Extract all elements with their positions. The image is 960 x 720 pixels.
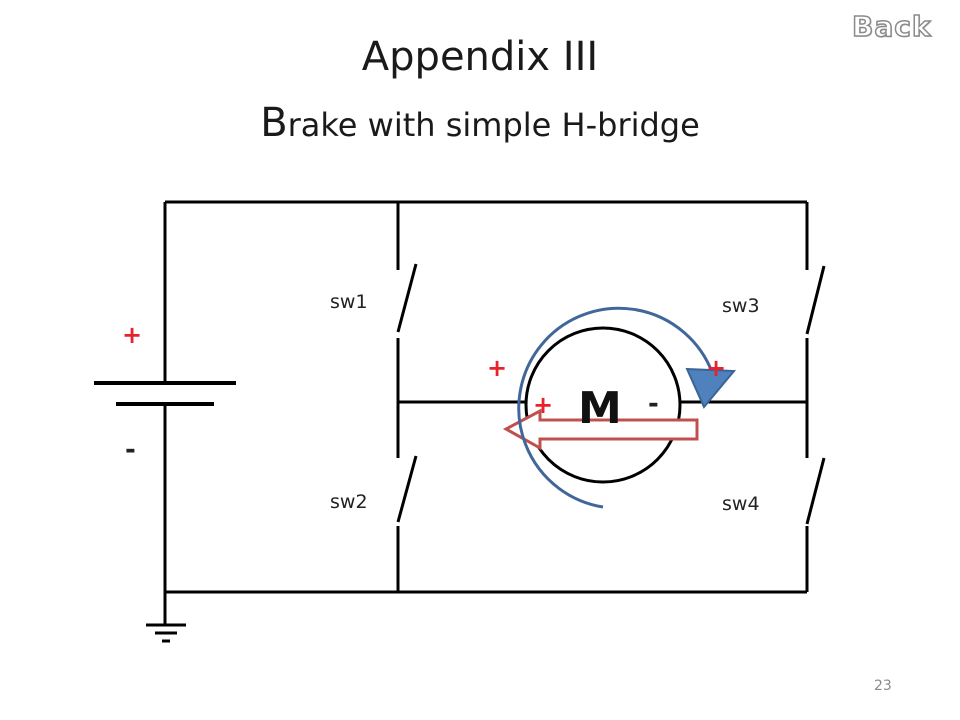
switch-sw2 (396, 455, 418, 523)
page-number: 23 (874, 678, 892, 694)
sw2-label: sw2 (330, 491, 368, 513)
ground-symbol (146, 623, 186, 643)
battery-symbol (94, 381, 236, 406)
switch-sw3 (805, 265, 826, 335)
back-link[interactable]: Back (851, 9, 932, 44)
motor-inner-plus: + (533, 391, 553, 419)
battery-plus-label: + (122, 321, 142, 349)
sw4-label: sw4 (722, 493, 760, 515)
motor-top-left-plus: + (487, 354, 507, 382)
switch-sw1 (396, 263, 418, 333)
battery-minus-label: - (125, 435, 136, 465)
sw1-label: sw1 (330, 291, 368, 313)
motor-top-right-plus: + (706, 354, 726, 382)
sw3-label: sw3 (722, 295, 760, 317)
subtitle-initial: B (260, 100, 288, 146)
motor-inner-minus: - (648, 389, 659, 419)
motor-label: M (578, 383, 622, 434)
page-subtitle: Brake with simple H-bridge (0, 100, 960, 146)
circuit-wires (163, 200, 809, 624)
switch-sw4 (805, 457, 826, 525)
motor-circle (524, 326, 682, 484)
subtitle-rest: rake with simple H-bridge (287, 106, 700, 144)
page-title: Appendix III (361, 34, 599, 80)
rotation-arrowhead-icon (685, 367, 737, 409)
rotation-arc (517, 306, 714, 509)
